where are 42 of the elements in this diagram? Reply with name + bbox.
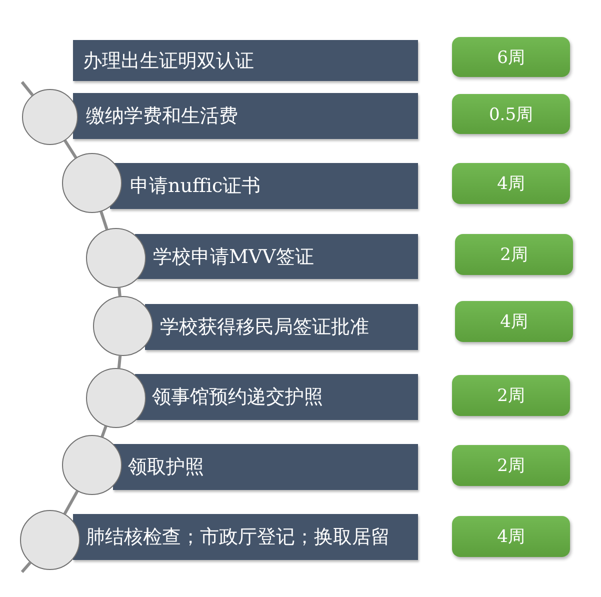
step-bar [73,93,418,139]
duration-label: 2周 [497,455,525,477]
step-label: 缴纳学费和生活费 [86,104,238,129]
duration-label: 6周 [497,46,525,68]
step-label: 肺结核检查；市政厅登记；换取居留 [86,525,390,550]
step-bar [110,163,418,209]
duration-badge [452,375,570,416]
timeline-line [100,426,108,438]
duration-label: 2周 [500,244,528,266]
timeline-circle [20,510,80,570]
duration-label: 2周 [497,385,525,407]
step-bar [73,514,418,560]
timeline-line [117,356,122,368]
step-bar [113,444,418,490]
timeline-line [63,490,79,515]
duration-label: 4周 [497,526,525,548]
step-bar [135,374,418,420]
step-label: 学校申请MVV签证 [153,244,314,270]
timeline-line [64,140,78,158]
step-label: 办理出生证明双认证 [83,48,254,74]
step-label: 学校获得移民局签证批准 [160,315,369,340]
step-label: 申请nuffic证书 [130,174,261,199]
duration-badge [455,234,573,275]
timeline-line [20,81,34,96]
timeline-line [118,288,122,296]
step-bar [73,40,418,81]
duration-badge [452,163,570,204]
timeline-line [20,562,32,573]
duration-badge [452,445,570,486]
duration-badge [452,37,570,77]
timeline-line [100,211,108,230]
step-bar [145,304,418,350]
duration-badge [455,301,573,342]
duration-label: 4周 [497,173,525,195]
duration-badge [452,516,570,557]
duration-badge [452,94,570,134]
step-label: 领取护照 [128,455,204,480]
duration-label: 0.5周 [488,104,534,126]
duration-label: 4周 [500,311,528,333]
step-label: 领事馆预约递交护照 [152,385,323,410]
step-bar [135,234,418,279]
timeline-circle [22,89,78,145]
